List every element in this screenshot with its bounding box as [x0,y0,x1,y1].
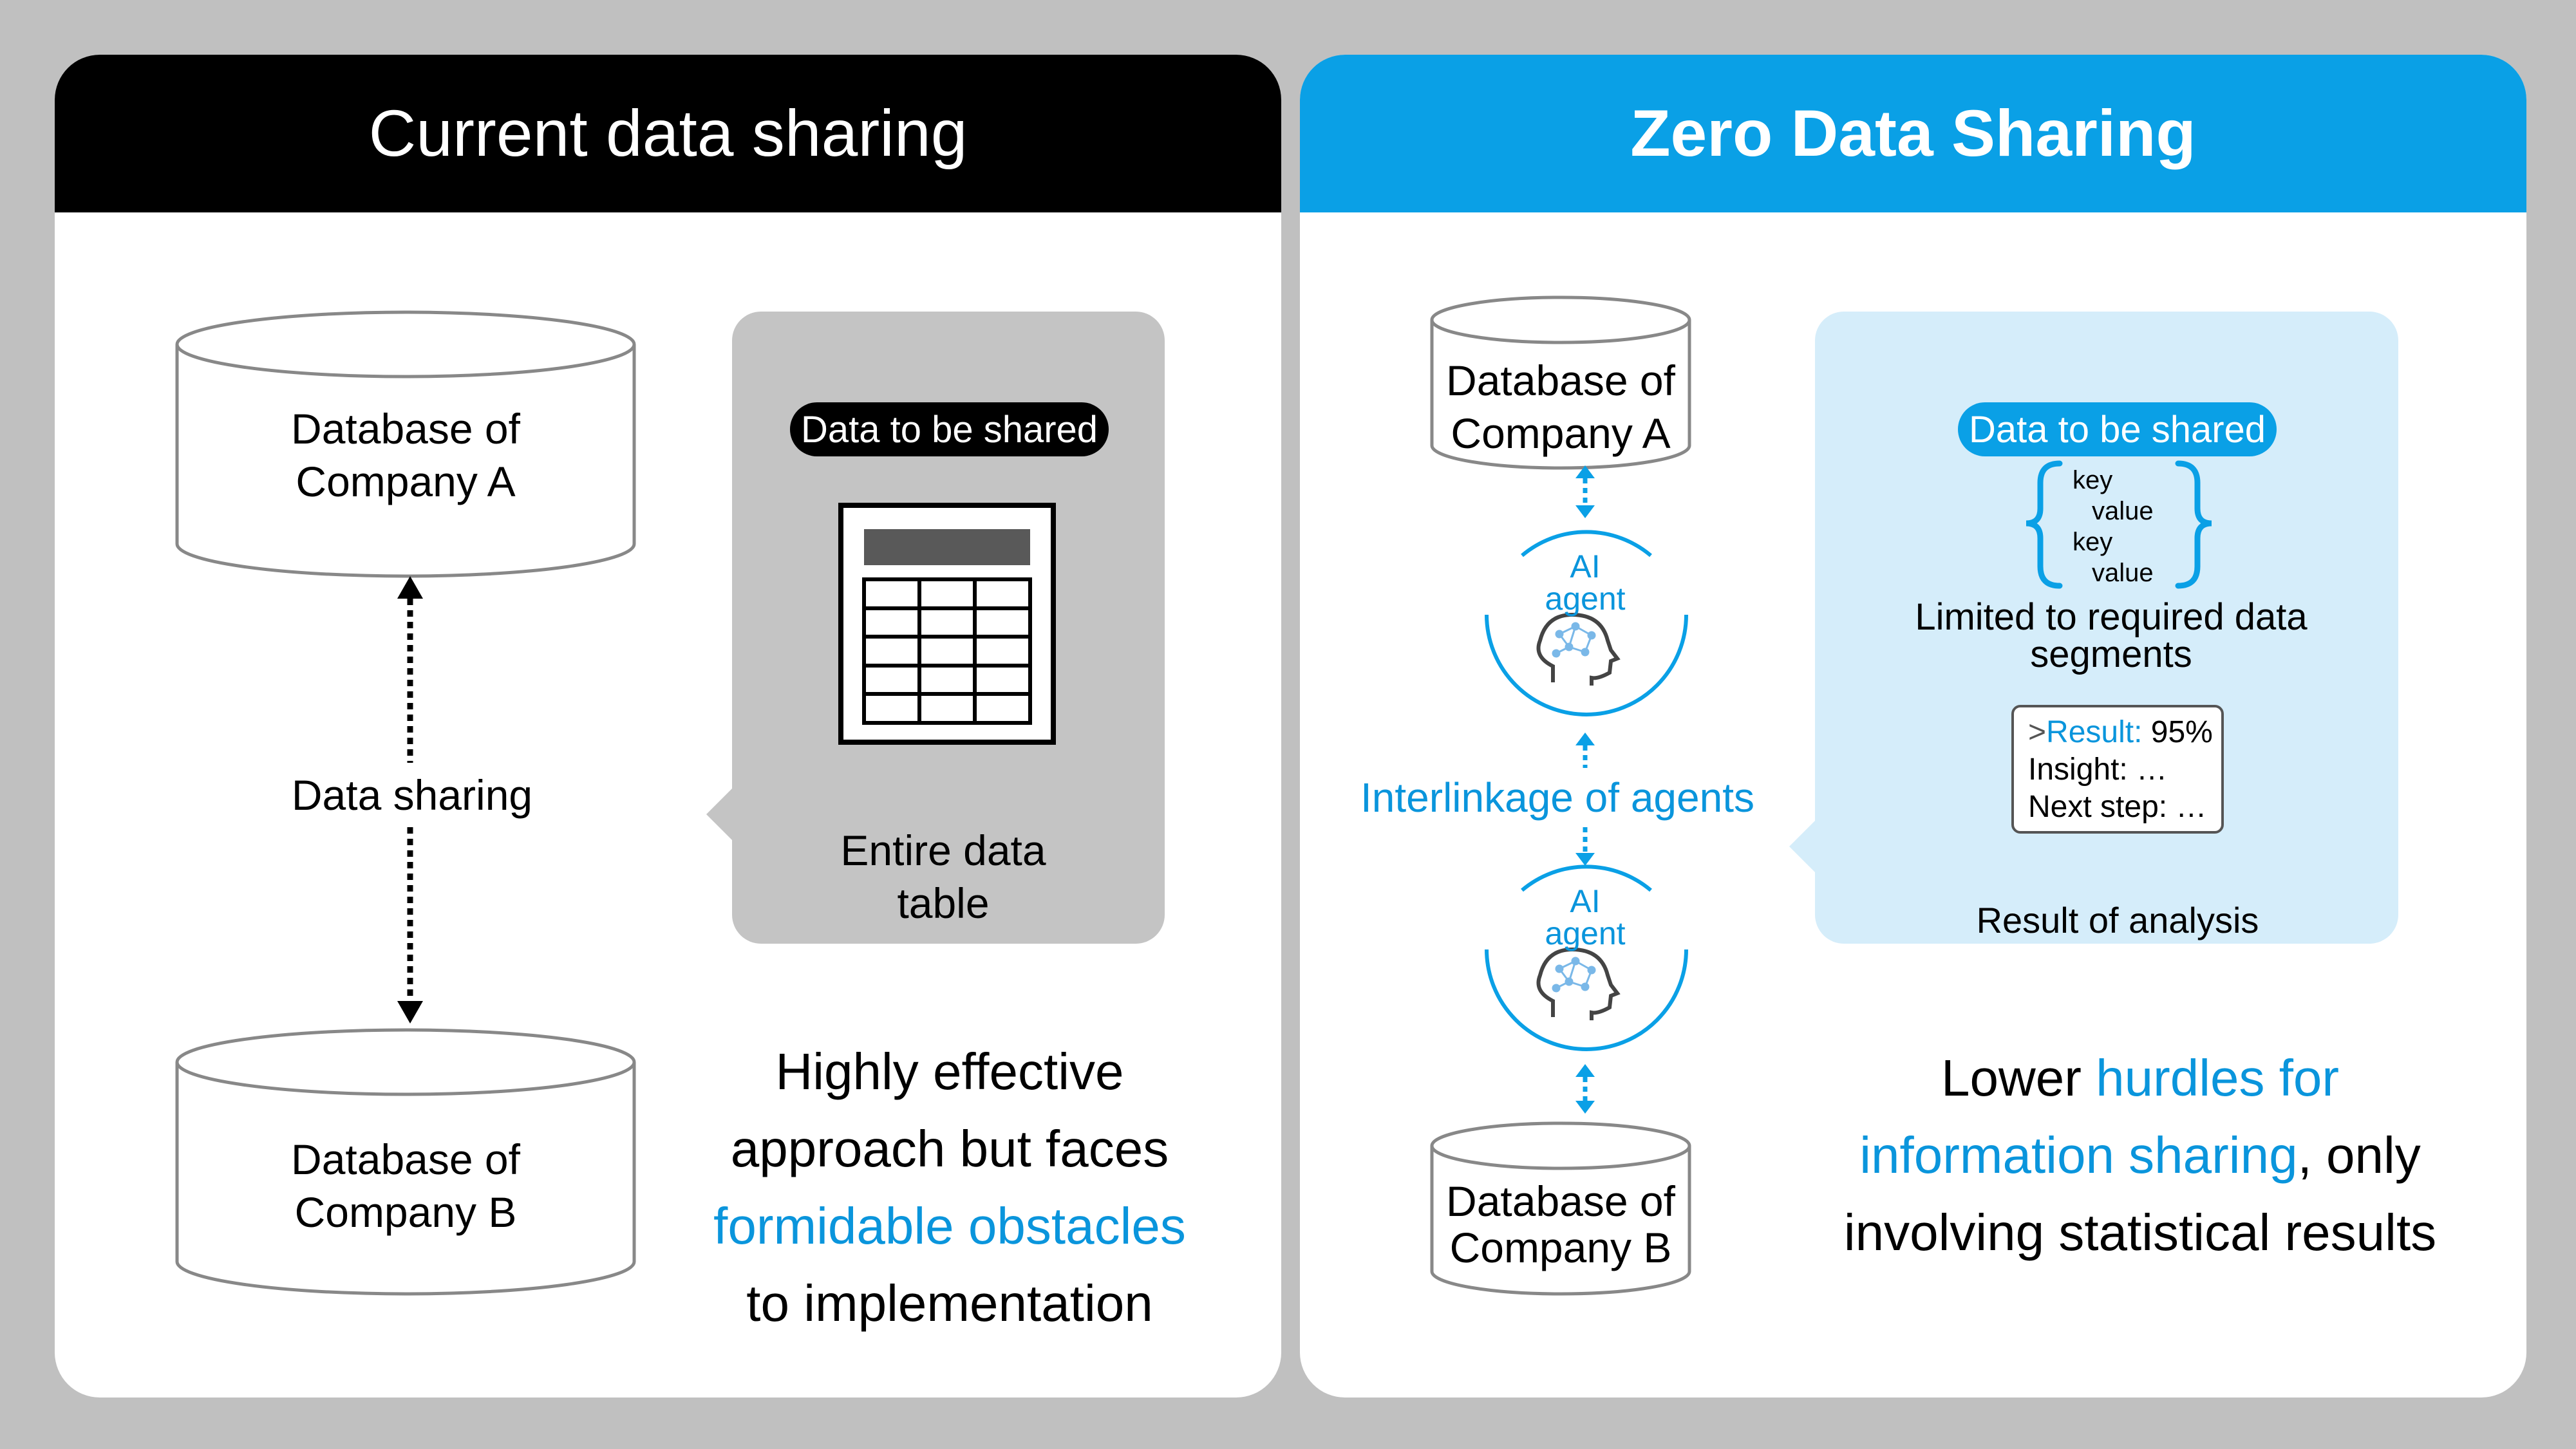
interlinkage-of-agents-label: Interlinkage of agents [1339,768,1776,827]
data-table-icon [838,503,1056,745]
right-panel-title: Zero Data Sharing [1300,55,2526,212]
data-sharing-arrow-icon [397,576,423,1024]
left-panel-title: Current data sharing [55,55,1281,212]
result-line: >Result: 95% [2028,714,2213,751]
entire-data-table-caption: Entire data table [782,824,1104,930]
right-summary-part4: , only [2297,1126,2421,1184]
current-data-sharing-panel: Current data sharing [55,55,1281,1398]
right-summary-part2: hurdles for [2096,1049,2340,1107]
database-a-label: Database of Company A [1432,354,1689,460]
right-summary-part3: information sharing [1859,1126,2298,1184]
ai-agent-b-label: AI agent [1521,885,1650,949]
left-summary-line3: formidable obstacles [713,1197,1186,1255]
database-b-cylinder-icon [1430,1121,1691,1296]
database-b-label-line1: Database of [291,1136,520,1183]
left-summary-line2: approach but faces [730,1120,1169,1177]
result-insight: Insight: … [2028,753,2168,787]
database-b-label-line2: Company B [294,1188,517,1236]
database-a-cylinder-icon [1430,295,1691,470]
ai-agent-a-label: AI agent [1521,550,1650,615]
result-prefix: > [2028,715,2047,749]
data-to-be-shared-pill: Data to be shared [790,402,1109,456]
result-label: Result: [2046,715,2143,749]
limited-segments-line2: segments [2030,633,2192,675]
right-summary-line1: Lower hurdles for [1763,1040,2517,1117]
right-summary-text: Lower hurdles for information sharing, o… [1763,1040,2517,1271]
right-summary-line3: involving statistical results [1843,1204,2437,1261]
database-b-label-line1: Database of [1446,1177,1675,1225]
data-to-share-box [1789,312,2398,944]
kv-key-2: key [2073,528,2113,556]
ai-agent-b-label-line1: AI [1570,883,1601,919]
right-diagram-graphics [1430,295,2398,1296]
limited-segments-line1: Limited to required data [1915,596,2308,638]
limited-segments-caption: Limited to required data segments [1892,599,2330,673]
zero-data-sharing-panel: Zero Data Sharing [1300,55,2526,1398]
agents-interlink-arrow-icon [1575,733,1595,866]
left-summary-line4: to implementation [746,1275,1153,1332]
database-a-label-line2: Company A [296,458,516,505]
ai-agent-a-label-line1: AI [1570,548,1601,584]
agent-to-db-b-arrow-icon [1575,1064,1595,1114]
left-diagram-graphics [175,310,1165,1296]
database-a-cylinder-icon [175,310,636,578]
ai-agent-a-ring-icon [1485,530,1688,716]
database-b-label-line2: Company B [1449,1224,1672,1271]
kv-value-2: value [2092,559,2154,587]
key-value-braces-icon [2026,460,2212,589]
ai-agent-b-head-icon [1536,947,1621,1020]
result-next-step: Next step: … [2028,790,2207,824]
database-b-cylinder-icon [175,1028,636,1296]
key-value-pairs: key value key value [2060,465,2176,588]
database-b-label: Database of Company B [196,1133,615,1239]
ai-agent-b-label-line2: agent [1545,915,1626,951]
right-summary-part1: Lower [1941,1049,2096,1107]
database-a-label: Database of Company A [196,402,615,508]
data-to-be-shared-pill: Data to be shared [1958,402,2277,456]
result-of-analysis-caption: Result of analysis [1976,900,2259,940]
ai-agent-a-head-icon [1536,612,1621,686]
data-sharing-label: Data sharing [267,763,557,827]
db-a-to-agent-arrow-icon [1575,465,1595,518]
left-summary-line1: Highly effective [775,1043,1124,1100]
database-a-label-line1: Database of [291,405,520,453]
ai-agent-a-label-line2: agent [1545,581,1626,617]
analysis-result-card: >Result: 95% Insight: … Next step: … [2011,705,2224,834]
entire-data-table-line2: table [897,879,990,927]
kv-value-1: value [2092,497,2154,525]
kv-key-1: key [2073,466,2113,494]
database-a-label-line1: Database of [1446,357,1675,404]
left-summary-text: Highly effective approach but faces form… [692,1033,1207,1342]
result-value: 95% [2150,715,2213,749]
database-b-label: Database of Company B [1432,1178,1689,1271]
right-summary-line2: information sharing, only [1763,1117,2517,1194]
database-a-label-line2: Company A [1451,409,1671,457]
entire-data-table-line1: Entire data [840,827,1046,874]
ai-agent-b-ring-icon [1485,865,1688,1051]
